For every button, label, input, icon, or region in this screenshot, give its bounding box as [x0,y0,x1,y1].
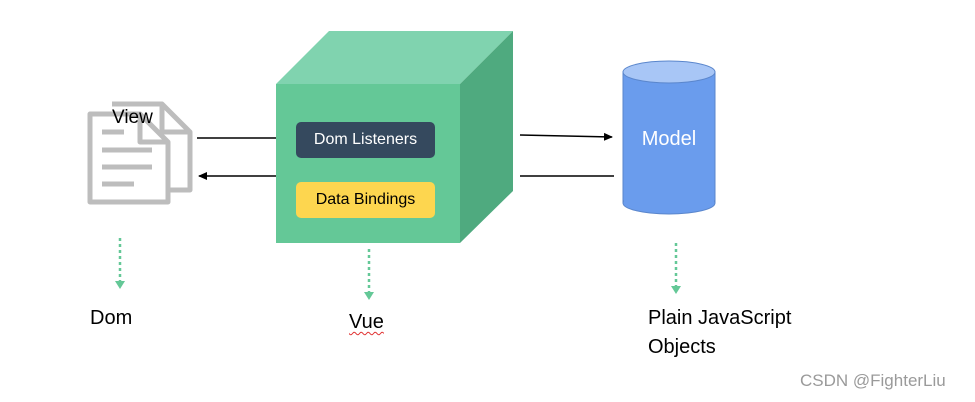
view-label: View [112,107,153,128]
data-bindings-box: Data Bindings [296,182,435,218]
model-cylinder [622,60,716,215]
dom-layer-label: Dom [90,307,133,329]
cube-side-face [460,31,513,243]
dom-listeners-box: Dom Listeners [296,122,435,158]
cube-top-face [276,31,513,84]
model-down-arrow [671,243,681,294]
watermark: CSDN @FighterLiu [800,371,946,390]
document-icon [87,101,193,205]
vue-layer-label: Vue [349,311,384,333]
dom-down-arrow [115,238,125,289]
cube-front-face [276,84,460,243]
vue-to-model-arrow [519,132,613,141]
plain-js-objects-label: Plain JavaScript Objects [648,307,792,358]
model-label: Model [641,128,697,150]
vue-down-arrow [364,249,374,300]
